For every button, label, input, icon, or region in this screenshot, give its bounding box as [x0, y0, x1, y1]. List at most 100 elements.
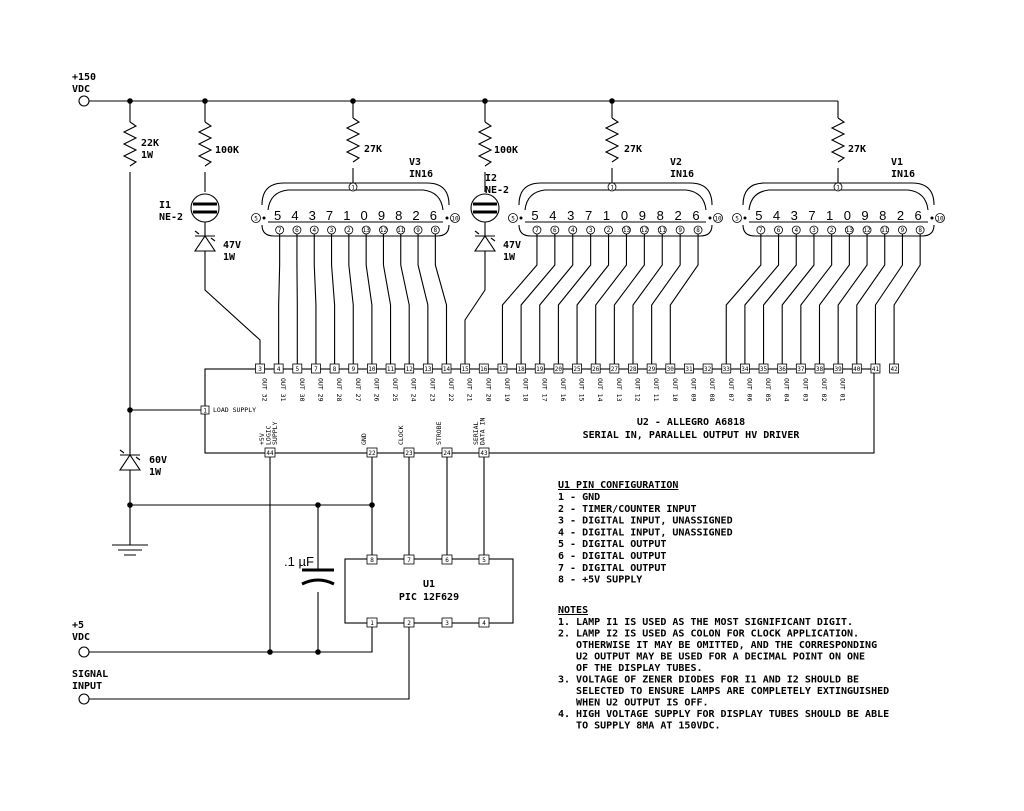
tube-pin-num: 2: [607, 227, 611, 234]
r3-value: 27K: [364, 144, 382, 155]
u2-top-pin: [814, 363, 825, 374]
u2-out-label: OUT 03: [801, 378, 809, 402]
u2-bottom-label: STROBE: [435, 421, 443, 445]
tube-anode-num: 1: [836, 185, 840, 192]
tube-to-u2-wire: [434, 234, 448, 364]
tube-end-num: 10: [936, 216, 944, 223]
u2-out-label: OUT 18: [522, 378, 530, 402]
tube-to-u2-wire: [557, 234, 592, 364]
tube-digit: 3: [309, 208, 316, 223]
r6-value: 27K: [848, 144, 866, 155]
u2-out-label: OUT 10: [671, 378, 679, 402]
tube-to-u2-wire: [595, 234, 627, 364]
u2-top-pin: [721, 363, 732, 374]
supply-150v-unit: VDC: [72, 84, 90, 95]
tube-anode-num: 1: [351, 185, 355, 192]
tube-to-u2-wire: [576, 234, 610, 364]
u2-top-pin: [385, 363, 396, 374]
u2-top-pin: [665, 363, 676, 374]
u2-top-pin: [740, 363, 750, 374]
u2-top-pin-num: 33: [723, 366, 731, 373]
tube-digit: 1: [343, 208, 350, 223]
tube-digit: 3: [791, 208, 798, 223]
u2-top-pin: [870, 363, 881, 374]
tube-anode-pin: [833, 182, 843, 192]
gnd-junction-left: [127, 502, 133, 508]
tube-type: IN16: [409, 169, 433, 180]
zener-60v-rating: 1W: [149, 467, 162, 478]
u2-top-pin: [628, 363, 638, 374]
supply-5v-unit: VDC: [72, 632, 90, 643]
u2-out-label: OUT 24: [410, 378, 418, 402]
tube-to-u2-wire: [365, 234, 373, 364]
u2-out-label: OUT 17: [540, 378, 548, 402]
r2-value: 100K: [215, 145, 239, 156]
u2-out-label: OUT 25: [391, 378, 399, 402]
u2-top-pin: [404, 363, 415, 374]
r1-rating: 1W: [141, 150, 154, 161]
pin-config-line: 7 - DIGITAL OUTPUT: [558, 563, 666, 574]
lamp-i1-type: NE-2: [159, 212, 183, 223]
tube-end-num: 10: [714, 216, 722, 223]
u2-out-label: OUT 21: [466, 378, 474, 402]
u2-bottom-label: GND: [360, 433, 368, 445]
tube-digit: 9: [861, 208, 868, 223]
lamp-i1: I1 NE-2: [159, 193, 220, 223]
tube-to-u2-wire: [893, 234, 921, 364]
u2-top-pin-num: 12: [406, 366, 414, 373]
u2-out-label: OUT 12: [634, 378, 642, 402]
tube-digit: 9: [378, 208, 385, 223]
tube-dot: [708, 216, 712, 220]
tube-to-u2-wire: [613, 234, 645, 364]
r3-resistor: 27K: [345, 101, 382, 183]
tube-to-u2-wire: [313, 234, 317, 364]
supply-5v-label: +5: [72, 620, 84, 631]
tube-pin-num: 6: [553, 227, 557, 234]
u2-out-label: OUT 16: [559, 378, 567, 402]
u2-top-pin: [795, 363, 806, 374]
u2-top-pin: [833, 363, 844, 374]
u2-bottom-label: CLOCK: [397, 425, 405, 445]
tube-dot: [262, 216, 266, 220]
zener-i2: 47V 1W: [464, 222, 521, 364]
u2-top-pin-num: 42: [890, 366, 898, 373]
tube-anode-pin: [348, 182, 358, 192]
tube-pin-num: 6: [295, 227, 299, 234]
tube-digit: 4: [291, 208, 298, 223]
tube-pin-num: 12: [380, 227, 388, 234]
tube-to-u2-wire: [651, 234, 681, 364]
signal-wire: [89, 627, 410, 700]
pin-config-line: 1 - GND: [558, 492, 600, 503]
tube-pin-num: 11: [659, 227, 667, 234]
tube-end-pin: [508, 213, 518, 223]
tube-pin-num: 9: [901, 227, 905, 234]
tube-envelope-inner: [267, 189, 444, 211]
u2-top-pin: [366, 363, 377, 374]
u2-bottom-label: SERIAL: [472, 421, 480, 445]
tube-digit: 2: [675, 208, 682, 223]
supply-5v-terminal: [78, 646, 90, 658]
u2-top-pin-num: 41: [872, 366, 880, 373]
tube-to-u2-wire: [331, 234, 336, 364]
r6-resistor: 27K: [830, 101, 866, 183]
u2-subtitle: SERIAL IN, PARALLEL OUTPUT HV DRIVER: [583, 430, 801, 441]
capacitor: .1 µF: [284, 505, 335, 652]
u2-top-pin-num: 4: [277, 366, 281, 373]
u2-top-pin-num: 14: [443, 366, 451, 373]
tube-envelope-inner: [524, 189, 707, 211]
tube-pin-num: 4: [571, 227, 575, 234]
tube-pin-num: 8: [918, 227, 922, 234]
pin-config-line: 2 - TIMER/COUNTER INPUT: [558, 504, 696, 515]
tube-to-u2-wire: [856, 234, 886, 364]
pin-config-line: 8 - +5V SUPPLY: [558, 575, 642, 586]
u2-out-label: OUT 15: [578, 378, 586, 402]
tube-digit: 2: [897, 208, 904, 223]
tube-dot: [743, 216, 747, 220]
note-line: OTHERWISE IT MAY BE OMITTED, AND THE COR…: [558, 640, 877, 651]
r5-resistor: 27K: [604, 101, 642, 183]
u2-top-pin: [497, 363, 508, 374]
u2-top-pin: [460, 363, 471, 374]
tube-to-u2-wire: [781, 234, 815, 364]
